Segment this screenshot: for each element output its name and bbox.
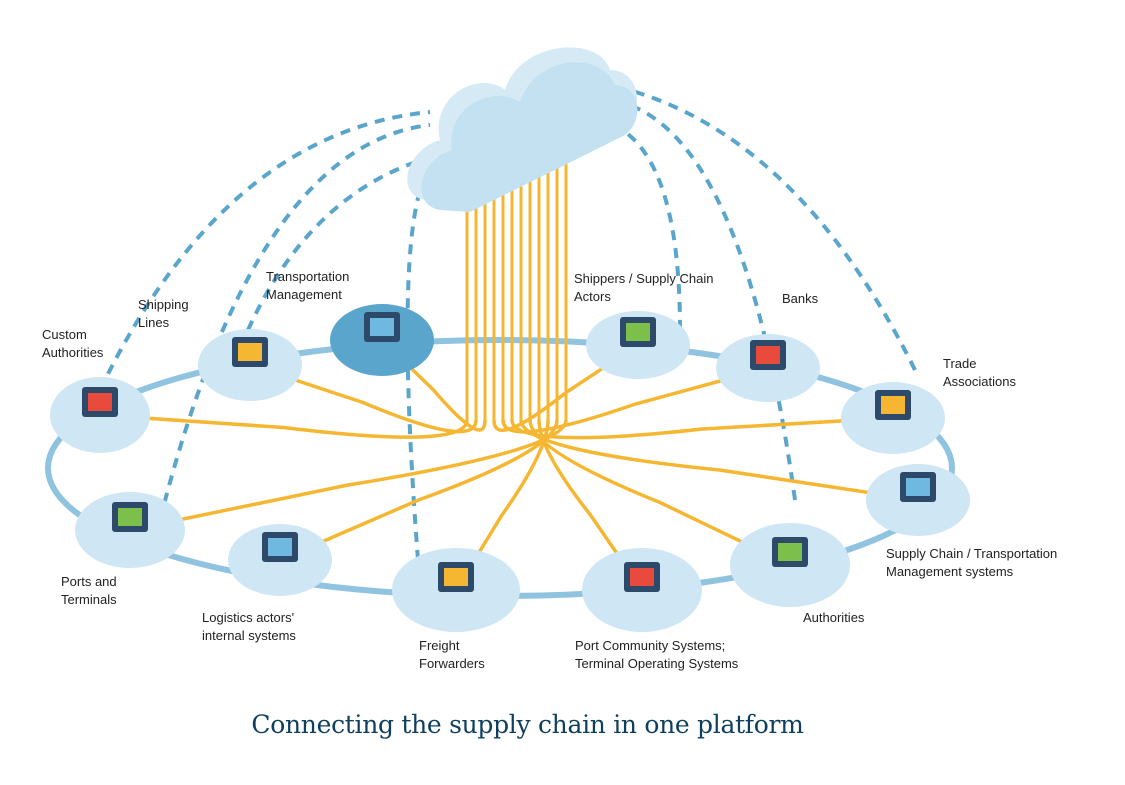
- node-shippers: [586, 311, 690, 379]
- node-port-community: [582, 548, 702, 632]
- platform-link-port-community: [537, 419, 644, 591]
- workstation-icon: [620, 317, 656, 347]
- dashed-link-banks: [609, 98, 797, 501]
- dashed-link-custom-authorities: [98, 110, 431, 391]
- dashed-link-freight-forwarders: [405, 158, 441, 561]
- server-rack-icon: [364, 312, 400, 342]
- gantry-crane-icon: [624, 562, 660, 592]
- node-transportation-management: [330, 304, 434, 376]
- meeting-table-icon: [875, 390, 911, 420]
- node-label-trade-associations: Trade Associations: [943, 356, 1016, 389]
- node-scm-systems: [866, 464, 970, 536]
- desk-worker-icon: [262, 532, 298, 562]
- node-label-logistics-actors: Logistics actors' internal systems: [202, 610, 296, 643]
- platform-link-scm-systems: [519, 419, 919, 502]
- node-authorities: [730, 523, 850, 607]
- node-logistics-actors: [228, 524, 332, 596]
- node-label-banks: Banks: [782, 291, 819, 306]
- cloud-icon: [407, 47, 638, 212]
- node-custom-authorities: [50, 377, 150, 453]
- supply-chain-diagram: [45, 47, 970, 632]
- platform-link-trade-associations: [510, 416, 894, 440]
- globe-servers-icon: [900, 472, 936, 502]
- node-label-shipping-lines: Shipping Lines: [138, 297, 189, 330]
- node-label-transportation-management: Transportation Management: [266, 269, 350, 302]
- node-label-shippers: Shippers / Supply Chain Actors: [574, 271, 714, 304]
- platform-link-ports-terminals: [129, 419, 568, 532]
- node-trade-associations: [841, 382, 945, 454]
- node-banks: [716, 334, 820, 402]
- nodes: [50, 304, 970, 632]
- dashed-link-shipping-lines: [158, 123, 431, 521]
- laptop-finance-icon: [750, 340, 786, 370]
- container-ship-icon: [232, 337, 268, 367]
- port-crane-icon: [112, 502, 148, 532]
- dashed-link-transportation-management: [246, 146, 476, 331]
- node-label-freight-forwarders: Freight Forwarders: [419, 638, 485, 671]
- node-ports-terminals: [75, 492, 185, 568]
- platform-link-shipping-lines: [249, 363, 478, 434]
- platform-link-authorities: [528, 419, 791, 567]
- node-label-ports-terminals: Ports and Terminals: [61, 574, 117, 607]
- office-desk-icon: [82, 387, 118, 417]
- node-label-authorities: Authorities: [803, 610, 865, 625]
- truck-warehouse-icon: [438, 562, 474, 592]
- platform-link-custom-authorities: [99, 413, 469, 439]
- platform-links: [99, 150, 919, 591]
- monitor-books-icon: [772, 537, 808, 567]
- node-label-scm-systems: Supply Chain / Transportation Management…: [886, 546, 1058, 579]
- platform-link-transportation-management: [380, 338, 487, 432]
- node-label-custom-authorities: Custom Authorities: [42, 327, 104, 360]
- node-shipping-lines: [198, 329, 302, 401]
- caption-title: Connecting the supply chain in one platf…: [251, 710, 804, 739]
- node-label-port-community: Port Community Systems; Terminal Operati…: [575, 638, 739, 671]
- platform-link-freight-forwarders: [454, 419, 550, 591]
- node-freight-forwarders: [392, 548, 520, 632]
- platform-link-logistics-actors: [279, 419, 559, 562]
